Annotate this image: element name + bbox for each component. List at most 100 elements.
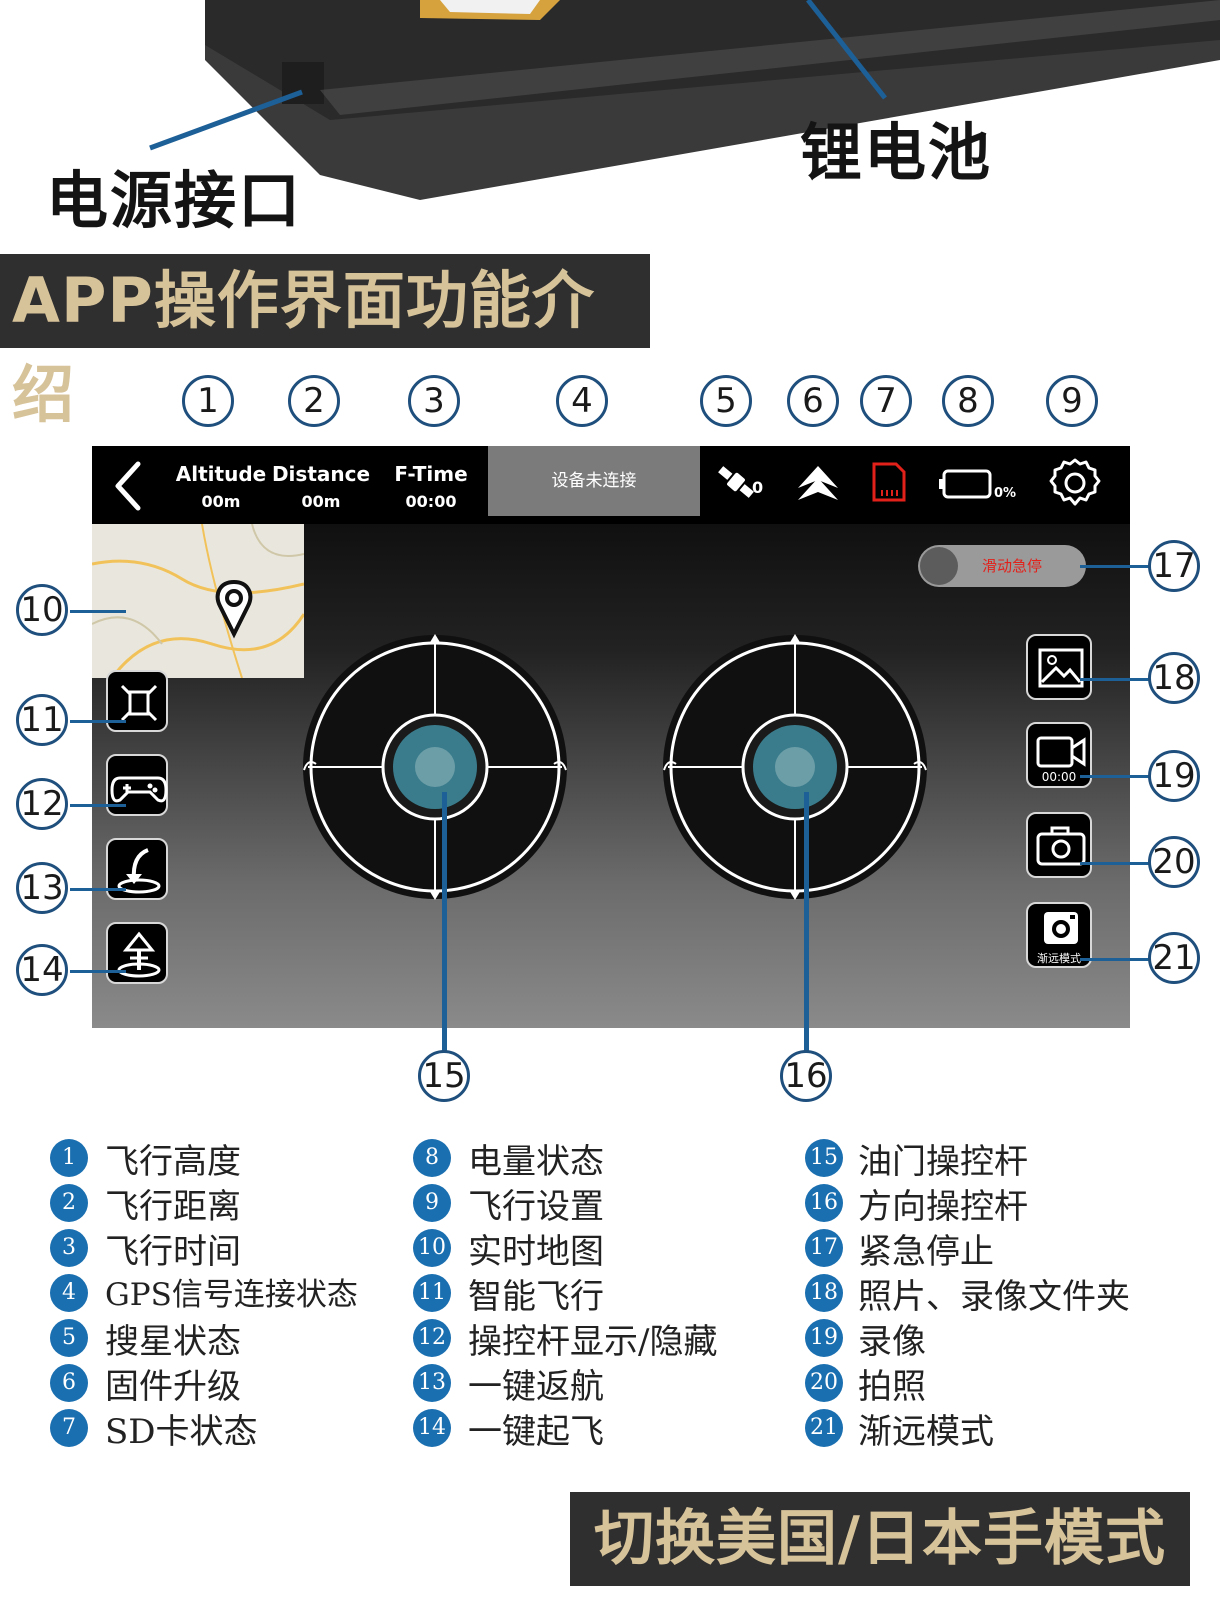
battery-icon	[939, 469, 992, 499]
callout-11: 11	[16, 694, 68, 746]
satellite-icon	[718, 466, 754, 498]
legend-num: 4	[50, 1274, 88, 1312]
settings-gear-icon[interactable]	[1048, 456, 1102, 510]
emergency-stop-label: 滑动急停	[981, 557, 1042, 575]
back-arrow-icon[interactable]	[108, 456, 148, 516]
ftime-label: F-Time	[394, 462, 468, 486]
legend-text: 一键返航	[468, 1367, 604, 1407]
realtime-map[interactable]	[92, 524, 304, 678]
fade-mode-label: 渐远模式	[1037, 952, 1081, 965]
video-camera-icon	[1036, 736, 1086, 768]
callout-10: 10	[16, 584, 68, 636]
legend-num: 7	[50, 1409, 88, 1447]
legend-text: 飞行设置	[468, 1187, 604, 1227]
emergency-stop-knob[interactable]	[920, 547, 958, 585]
record-time: 00:00	[1041, 770, 1077, 784]
legend-num: 20	[805, 1364, 843, 1402]
direction-joystick[interactable]	[660, 632, 930, 902]
legend-text: 方向操控杆	[858, 1187, 1028, 1227]
gallery-button[interactable]	[1026, 634, 1092, 700]
callout-2: 2	[288, 375, 340, 427]
legend-text: 一键起飞	[468, 1412, 604, 1452]
legend-text: 紧急停止	[858, 1232, 994, 1272]
legend-num: 21	[805, 1409, 843, 1447]
callout-1: 1	[182, 375, 234, 427]
legend-num: 19	[805, 1319, 843, 1357]
takeoff-icon	[117, 931, 161, 978]
callout-13: 13	[16, 862, 68, 914]
legend-text: 油门操控杆	[858, 1142, 1028, 1182]
leader-10	[70, 610, 126, 613]
legend-num: 11	[413, 1274, 451, 1312]
callout-3: 3	[408, 375, 460, 427]
legend-text: 电量状态	[468, 1142, 604, 1182]
takeoff-button[interactable]	[106, 922, 168, 984]
smart-flight-button[interactable]	[106, 670, 168, 732]
leader-17	[1080, 565, 1150, 568]
joystick-toggle-button[interactable]	[106, 754, 168, 816]
battery-caption: 锂电池	[800, 116, 993, 189]
emergency-stop-slider[interactable]: 滑动急停	[918, 545, 1086, 587]
legend-num: 5	[50, 1319, 88, 1357]
return-home-button[interactable]	[106, 838, 168, 900]
legend-text: 拍照	[858, 1367, 926, 1407]
legend-num: 8	[413, 1139, 451, 1177]
throttle-joystick[interactable]	[300, 632, 570, 902]
legend-num: 18	[805, 1274, 843, 1312]
legend-num: 16	[805, 1184, 843, 1222]
return-home-icon	[117, 848, 161, 894]
legend-num: 6	[50, 1364, 88, 1402]
legend-text: 操控杆显示/隐藏	[468, 1322, 718, 1362]
leader-11	[70, 720, 126, 723]
callout-8: 8	[942, 375, 994, 427]
leader-15	[442, 792, 447, 1052]
fade-mode-icon	[1044, 912, 1078, 944]
callout-18: 18	[1148, 652, 1200, 704]
legend-text: 飞行时间	[105, 1232, 241, 1272]
leader-21	[1080, 958, 1150, 961]
callout-9: 9	[1046, 375, 1098, 427]
legend-text: SD卡状态	[105, 1412, 258, 1452]
callout-5: 5	[700, 375, 752, 427]
legend-num: 1	[50, 1139, 88, 1177]
battery-image	[149, 0, 1220, 200]
legend-num: 15	[805, 1139, 843, 1177]
photo-gallery-icon	[1038, 648, 1084, 688]
map-image	[92, 524, 304, 678]
ftime-value: 00:00	[405, 492, 457, 511]
record-video-button[interactable]: 00:00	[1026, 722, 1092, 788]
legend-text: 录像	[858, 1322, 926, 1362]
leader-20	[1080, 862, 1150, 865]
callout-19: 19	[1148, 750, 1200, 802]
callout-14: 14	[16, 944, 68, 996]
status-bar: Altitude 00m Distance 00m F-Time 00:00 设…	[92, 446, 1130, 524]
altitude-value: 00m	[201, 492, 241, 511]
legend-num: 12	[413, 1319, 451, 1357]
legend-text: 飞行高度	[105, 1142, 241, 1182]
legend-text: 飞行距离	[105, 1187, 241, 1227]
callout-21: 21	[1148, 932, 1200, 984]
leader-16	[804, 792, 809, 1052]
take-photo-button[interactable]	[1026, 812, 1092, 878]
legend-text: 搜星状态	[105, 1322, 241, 1362]
leader-13	[70, 888, 126, 891]
leader-18	[1080, 678, 1150, 681]
legend-num: 14	[413, 1409, 451, 1447]
battery-percent: 0%	[994, 486, 1017, 501]
gamepad-icon	[110, 776, 168, 803]
callout-17: 17	[1148, 540, 1200, 592]
firmware-upgrade-icon[interactable]	[796, 462, 840, 502]
legend-text: 智能飞行	[468, 1277, 604, 1317]
fade-mode-button[interactable]: 渐远模式	[1026, 902, 1092, 968]
legend-text: 照片、录像文件夹	[858, 1277, 1130, 1317]
battery-photo: 电源接口 锂电池	[0, 0, 1220, 250]
callout-16: 16	[780, 1050, 832, 1102]
legend-text: 实时地图	[468, 1232, 604, 1272]
callout-20: 20	[1148, 836, 1200, 888]
distance-label: Distance	[271, 462, 371, 486]
switch-mode-banner: 切换美国/日本手模式	[570, 1492, 1190, 1586]
callout-15: 15	[418, 1050, 470, 1102]
camera-icon	[1036, 826, 1086, 866]
distance-value: 00m	[301, 492, 341, 511]
legend-num: 9	[413, 1184, 451, 1222]
